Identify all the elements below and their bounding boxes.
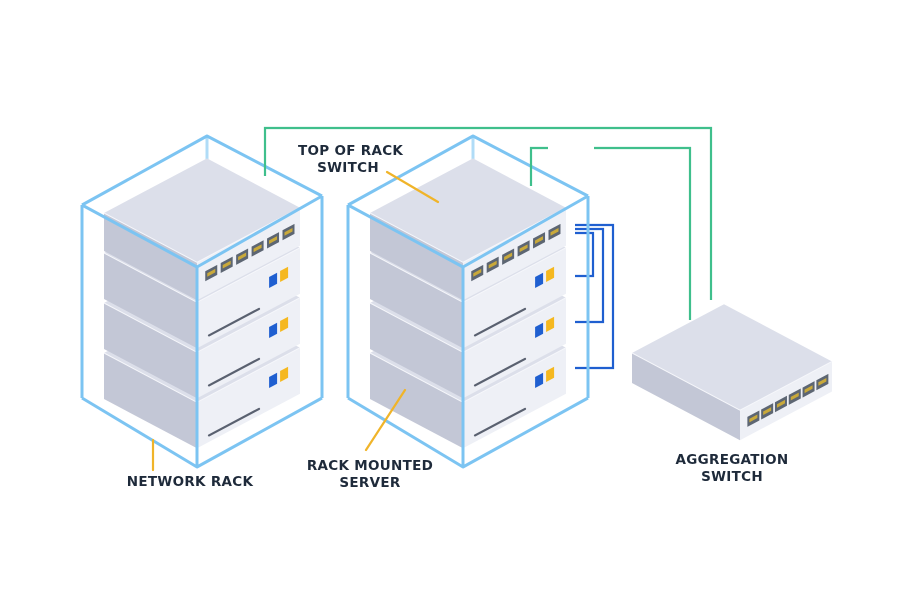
device-stack-right-server-2-led-blue <box>535 322 544 338</box>
device-stack-right-tor-switch-side <box>370 213 463 301</box>
device-stack-right-server-3-side <box>370 353 463 449</box>
aggregation-switch-body-port-led-1 <box>749 414 758 423</box>
network-rack-left-outline-bottom <box>81 396 323 469</box>
device-stack-left-server-3-front <box>197 347 300 449</box>
device-stack-left-server-3-led-yellow <box>280 366 289 382</box>
label-rack-mounted-server-line-1: RACK MOUNTED <box>306 458 434 474</box>
device-stack-right-tor-switch-top <box>370 158 566 263</box>
device-stack-left-server-1-side <box>104 253 197 349</box>
label-aggregation-switch-line-2: SWITCH <box>701 469 763 485</box>
device-stack-left-server-1-led-yellow <box>280 266 289 282</box>
device-stack-right-server-2-side <box>370 303 463 399</box>
device-stack-right-server-1-led-yellow <box>546 266 555 282</box>
device-stack-left-tor-switch-side <box>104 213 197 301</box>
callout-top-of-rack-switch <box>385 170 440 204</box>
device-stack-right-server-3-front <box>463 347 566 449</box>
device-stack-left-tor-switch-port-led-1 <box>207 268 216 277</box>
uplink-cable-right-rack-b <box>594 146 692 320</box>
device-stack-left-tor-switch-port-led-5 <box>269 236 278 244</box>
device-stack-left-tor-switch-port-led-3 <box>238 252 247 261</box>
server-link-bottom <box>575 223 615 370</box>
device-stack-left-server-1-led-blue <box>269 272 278 288</box>
network-rack-right-front-frame <box>346 194 590 469</box>
device-stack-right-tor-switch-port-led-5 <box>535 236 544 244</box>
device-stack-left-tor-switch-front <box>197 207 300 301</box>
label-top-of-rack-switch: TOP OF RACK SWITCH <box>298 143 404 177</box>
aggregation-switch-body-side <box>632 353 740 441</box>
device-stack-left-server-2-led-yellow <box>280 316 289 332</box>
device-stack-right-server-2-led-yellow <box>546 316 555 332</box>
device-stack-right-tor-switch-front <box>463 207 566 301</box>
device-stack-right-server-1-slot <box>473 307 527 337</box>
device-stack-left-tor-switch-port-led-2 <box>222 260 231 269</box>
device-stack-left-tor-switch-highlight <box>103 207 301 263</box>
device-stack-left-tor-switch-port-led-4 <box>253 244 262 253</box>
device-stack-left-server-3-slot <box>207 407 261 437</box>
device-stack-right-tor-switch-port-led-1 <box>473 268 482 277</box>
device-stack-right-server-1-side <box>370 253 463 349</box>
aggregation-switch-body-port-led-2 <box>763 407 772 416</box>
label-rack-mounted-server: RACK MOUNTED SERVER <box>305 458 435 492</box>
device-stack-left-server-2-led-blue <box>269 322 278 338</box>
label-network-rack-text: NETWORK RACK <box>126 474 254 490</box>
aggregation-switch-body-top <box>632 304 832 411</box>
device-stack-left-server-2-front <box>197 297 300 399</box>
device-stack-right-tor-switch-port-led-2 <box>488 260 497 269</box>
device-stack-right-server-3-slot <box>473 407 527 437</box>
aggregation-switch-body-port-led-6 <box>818 377 827 386</box>
device-stack-right-server-2-front <box>463 297 566 399</box>
uplink-cable-left-rack <box>263 126 713 300</box>
device-stack-right-tor-switch-port-led-4 <box>519 244 528 253</box>
device-stack-left-server-2-slot <box>207 357 261 387</box>
device-stack-left-server-1-slot <box>207 307 261 337</box>
callout-rack-mounted-server <box>364 388 407 452</box>
device-stack-left-server-2-side <box>104 303 197 399</box>
device-stack-left-server-3-side <box>104 353 197 449</box>
device-stack-right-server-1-front <box>463 247 566 349</box>
aggregation-switch-body-port-led-3 <box>776 399 785 408</box>
device-stack-right-tor-switch-port-led-6 <box>550 227 559 236</box>
uplink-cable-right-rack-a <box>529 146 548 186</box>
device-stack-right-server-2-slot <box>473 357 527 387</box>
aggregation-switch-body-highlight <box>631 352 833 411</box>
network-rack-right-outline-bottom <box>347 396 589 469</box>
label-network-rack: NETWORK RACK <box>120 474 260 491</box>
device-stack-right-server-3-led-yellow <box>546 366 555 382</box>
aggregation-switch <box>631 304 833 441</box>
device-stack-right <box>369 158 567 449</box>
label-top-of-rack-switch-line-1: TOP OF RACK <box>298 143 404 159</box>
aggregation-switch-body-port-led-5 <box>804 385 813 394</box>
label-aggregation-switch-line-1: AGGREGATION <box>675 452 789 468</box>
device-stack-right-server-3-led-blue <box>535 372 544 388</box>
device-stack-left-server-1-front <box>197 247 300 349</box>
device-stack-left <box>103 158 301 449</box>
device-stack-left-tor-switch-top <box>104 158 300 263</box>
device-stack-right-tor-switch-port-led-3 <box>504 252 513 261</box>
aggregation-switch-body-port-led-4 <box>790 392 799 401</box>
label-rack-mounted-server-line-2: SERVER <box>339 475 401 491</box>
device-stack-right-tor-switch-highlight <box>369 207 567 263</box>
device-stack-left-tor-switch-port-led-6 <box>284 227 293 236</box>
server-link-top <box>575 231 595 278</box>
network-rack-left-front-frame <box>80 194 324 469</box>
device-stack-right-server-1-led-blue <box>535 272 544 288</box>
label-aggregation-switch: AGGREGATION SWITCH <box>672 452 792 486</box>
device-stack-left-server-3-led-blue <box>269 372 278 388</box>
label-top-of-rack-switch-line-2: SWITCH <box>317 160 379 176</box>
